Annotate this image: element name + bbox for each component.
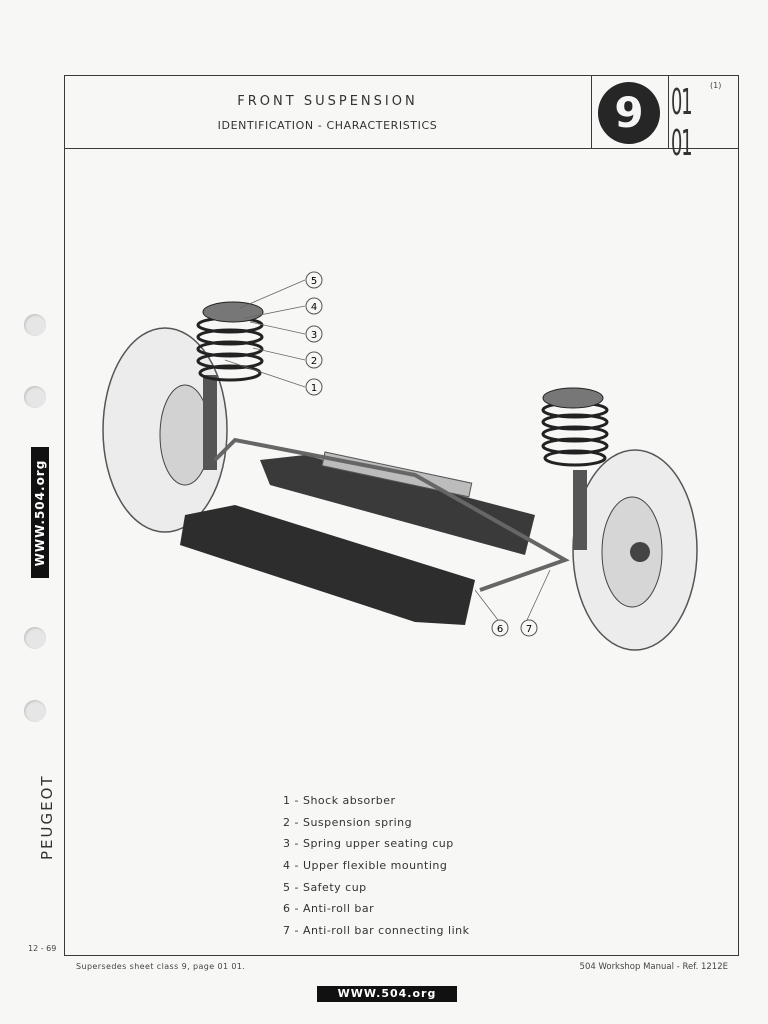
callout-5: 5	[305, 271, 323, 289]
left-suspension-spring	[196, 316, 264, 382]
svg-text:3: 3	[311, 330, 317, 341]
binder-hole	[24, 700, 46, 722]
manual-reference: 504 Workshop Manual - Ref. 1212E	[579, 962, 728, 972]
page-subtitle: IDENTIFICATION - CHARACTERISTICS	[217, 119, 438, 132]
steering-rack-member	[260, 455, 535, 555]
callout-4: 4	[305, 297, 323, 315]
svg-text:5: 5	[311, 276, 317, 287]
binder-hole	[24, 386, 46, 408]
legend-item: 6 - Anti-roll bar	[283, 902, 375, 916]
callout-7: 7	[520, 619, 538, 637]
callout-6: 6	[491, 619, 509, 637]
right-hub-cap	[630, 542, 650, 562]
right-upper-mounting	[542, 387, 604, 409]
legend-item: 5 - Safety cup	[283, 880, 367, 894]
section-box: 9	[591, 76, 669, 148]
callout-3: 3	[305, 325, 323, 343]
left-upper-mounting	[202, 301, 264, 323]
crossmember	[180, 505, 475, 625]
binder-hole	[24, 314, 46, 336]
page-number-superscript: (1)	[710, 81, 722, 90]
svg-text:6: 6	[497, 624, 503, 635]
binder-hole	[24, 627, 46, 649]
leader-lines	[224, 279, 551, 621]
supersedes-note: Supersedes sheet class 9, page 01 01.	[76, 962, 246, 971]
legend-item: 1 - Shock absorber	[283, 794, 396, 807]
sheet-date: 12 - 69	[28, 944, 57, 953]
page-title: FRONT SUSPENSION	[237, 94, 418, 109]
svg-text:1: 1	[311, 383, 317, 394]
section-number-badge: 9	[598, 82, 660, 144]
svg-text:7: 7	[526, 624, 532, 635]
parts-legend: 1 - Shock absorber 2 - Suspension spring…	[283, 790, 469, 942]
legend-item: 4 - Upper flexible mounting	[283, 859, 448, 873]
bottom-watermark: WWW.504.org	[317, 986, 457, 1002]
callout-1: 1	[305, 378, 323, 396]
legend-item: 2 - Suspension spring	[283, 815, 413, 829]
svg-text:2: 2	[311, 356, 317, 367]
svg-text:4: 4	[311, 302, 317, 313]
page-number: 01 01	[671, 82, 693, 164]
side-watermark: WWW.504.org	[31, 447, 49, 578]
right-shock-absorber	[573, 470, 587, 550]
left-hub	[159, 384, 211, 486]
anti-roll-bar	[213, 437, 570, 592]
legend-item: 7 - Anti-roll bar connecting link	[283, 924, 470, 938]
right-suspension-spring	[541, 401, 609, 467]
suspension-diagram: 5 4 3 2 1 6 7	[102, 271, 698, 651]
page-frame: FRONT SUSPENSION IDENTIFICATION - CHARAC…	[64, 75, 739, 956]
page-header: FRONT SUSPENSION IDENTIFICATION - CHARAC…	[65, 76, 738, 164]
side-peugeot-label: PEUGEOT	[38, 774, 56, 860]
callout-2: 2	[305, 351, 323, 369]
left-shock-absorber	[203, 375, 217, 470]
legend-item: 3 - Spring upper seating cup	[283, 837, 454, 851]
